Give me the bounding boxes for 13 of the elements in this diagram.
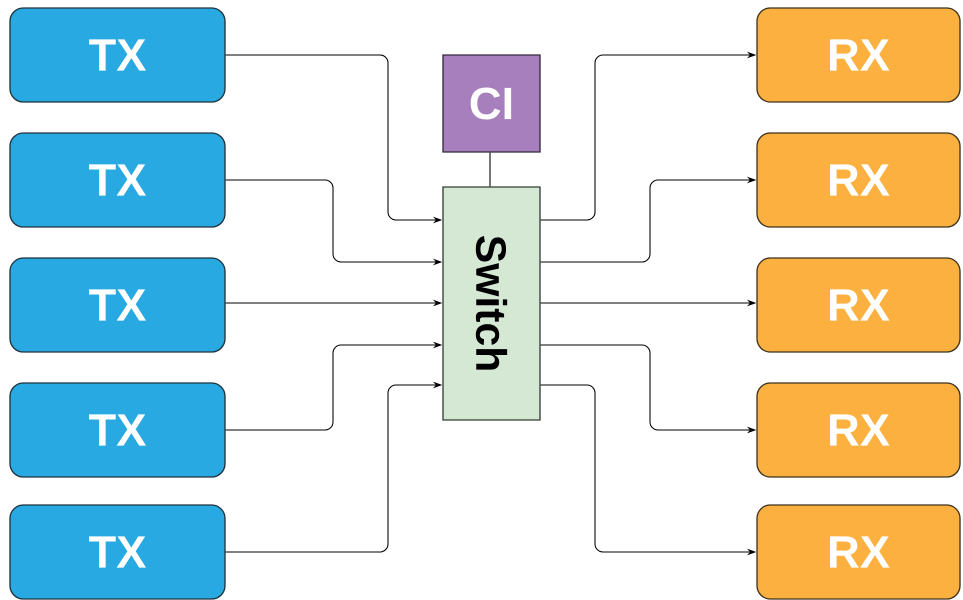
tx-box: TX (9, 132, 226, 228)
rx-box: RX (756, 257, 961, 353)
tx-box: TX (9, 7, 226, 103)
rx-box: RX (756, 7, 961, 103)
rx-box: RX (756, 382, 961, 478)
tx-box: TX (9, 257, 226, 353)
tx-box: TX (9, 382, 226, 478)
switch-box: Switch (442, 186, 541, 421)
rx-box: RX (756, 504, 961, 600)
ci-box: CI (442, 54, 541, 153)
tx-box: TX (9, 504, 226, 600)
rx-box: RX (756, 132, 961, 228)
connector-line (489, 152, 491, 186)
